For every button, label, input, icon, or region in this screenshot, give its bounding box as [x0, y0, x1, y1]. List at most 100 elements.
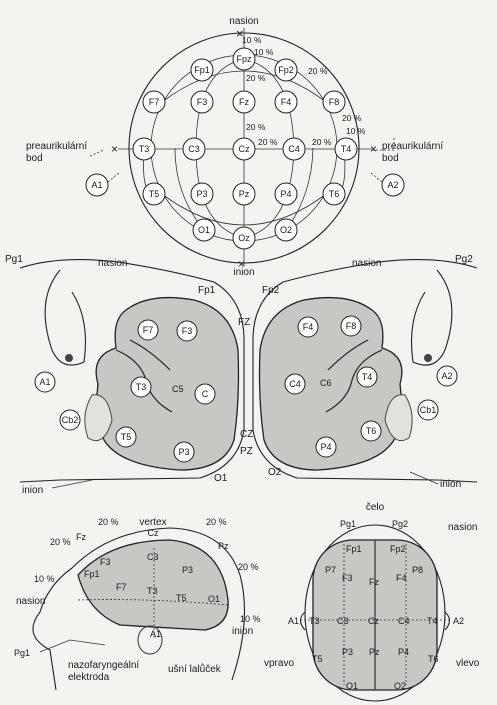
- lat-fp1: Fp1: [84, 569, 100, 579]
- electrode-c3: C3: [188, 144, 200, 154]
- lat-p3: P3: [182, 565, 193, 575]
- tv-fp1: Fp1: [346, 544, 362, 554]
- mid-a1: A1: [39, 377, 50, 387]
- top-view: čelo Pg1 Pg2 nasion Fp1 Fp2 P7 P8 F3 Fz …: [264, 502, 480, 701]
- tv-p8: P8: [412, 565, 423, 575]
- electrode-t6: T6: [329, 189, 340, 199]
- electrode-c4: C4: [288, 144, 300, 154]
- right-pre-cross: ×: [370, 142, 377, 156]
- o1-mid-label: O1: [214, 473, 228, 484]
- lat-pz: Pz: [218, 541, 229, 551]
- tv-p4: P4: [398, 647, 409, 657]
- lat-pct-10b: 10 %: [240, 614, 261, 624]
- electrode-p4: P4: [280, 189, 291, 199]
- tv-pz: Pz: [369, 647, 380, 657]
- tv-t4: T4: [427, 616, 438, 626]
- inion-cross: ×: [238, 257, 245, 271]
- lat-nasion: nasion: [16, 596, 45, 607]
- mid-c5: C5: [172, 384, 184, 394]
- electrode-pz: Pz: [239, 189, 250, 199]
- left-hemisphere: [96, 298, 238, 470]
- mid-f8: F8: [346, 321, 357, 331]
- electrode-f8: F8: [329, 97, 340, 107]
- tv-a2: A2: [453, 616, 464, 626]
- pct-20-right: 20 %: [342, 113, 362, 123]
- fz-mid-label: FZ: [238, 317, 250, 328]
- o2-mid-label: O2: [268, 467, 282, 478]
- tv-f4: F4: [396, 573, 407, 583]
- lat-o1: O1: [208, 594, 220, 604]
- mid-c6: C6: [320, 378, 332, 388]
- pct-20-t4: 20 %: [312, 137, 332, 147]
- mid-t3: T3: [136, 382, 147, 392]
- lat-f7: F7: [116, 582, 127, 592]
- pct-10-right: 10 %: [346, 126, 366, 136]
- pg1-label: Pg1: [5, 254, 23, 265]
- electrode-a1: A1: [91, 180, 102, 190]
- tv-t6: T6: [428, 654, 439, 664]
- pre-left-1: preaurikulární: [26, 141, 87, 152]
- mid-t4: T4: [362, 372, 373, 382]
- inion-right-label: inion: [440, 479, 461, 490]
- mid-t5: T5: [121, 432, 132, 442]
- electrode-cz: Cz: [239, 144, 250, 154]
- pre-right-2: bod: [382, 153, 399, 164]
- mid-t6: T6: [366, 426, 377, 436]
- lat-t3: T3: [147, 586, 158, 596]
- mid-p4: P4: [320, 442, 331, 452]
- electrode-o1: O1: [198, 225, 210, 235]
- lat-pct-20c: 20 %: [50, 537, 71, 547]
- ear-left: [45, 270, 85, 365]
- ear-lobe-label: ušní lalůček: [168, 663, 222, 675]
- electrode-f3: F3: [197, 97, 208, 107]
- nasion-label: nasion: [229, 16, 258, 27]
- electrode-fpz: Fpz: [236, 54, 252, 64]
- inion-left-label: inion: [22, 485, 43, 496]
- nasion-left-label: nasion: [98, 258, 127, 269]
- tv-t3: T3: [309, 616, 320, 626]
- tv-c3: C3: [337, 616, 349, 626]
- tv-f3: F3: [342, 573, 353, 583]
- pre-left-2: bod: [26, 153, 43, 164]
- nasion-right-label: nasion: [352, 258, 381, 269]
- tv-p7: P7: [325, 565, 336, 575]
- fp2-mid-label: Fp2: [262, 285, 280, 296]
- nazo-line2: elektroda: [68, 672, 110, 683]
- electrode-f7: F7: [149, 97, 160, 107]
- electrode-ring: Fpz Fp1 Fp2 F7 F3 Fz F4 F8 T3 C3 Cz C4 T…: [86, 48, 404, 249]
- vpravo-label: vpravo: [264, 658, 294, 669]
- tv-fz: Fz: [369, 577, 379, 587]
- pct-20-c4: 20 %: [258, 137, 278, 147]
- left-pre-cross: ×: [111, 142, 118, 156]
- lat-a1: A1: [150, 629, 161, 639]
- tv-fp2: Fp2: [390, 544, 406, 554]
- tv-p3: P3: [342, 647, 353, 657]
- lat-pct-10a: 10 %: [34, 574, 55, 584]
- lat-f3: F3: [100, 557, 111, 567]
- electrode-oz: Oz: [238, 233, 250, 243]
- lat-pg1: Pg1: [14, 648, 30, 658]
- electrode-t3: T3: [139, 144, 150, 154]
- electrode-f4: F4: [281, 97, 292, 107]
- lat-pct-20b: 20 %: [206, 517, 227, 527]
- mid-f4: F4: [303, 322, 314, 332]
- mid-c: C: [202, 389, 209, 399]
- tv-o1: O1: [346, 681, 358, 691]
- pct-10-fp2: 10 %: [254, 47, 274, 57]
- electrode-a2: A2: [387, 180, 398, 190]
- tv-cz: Cz: [368, 616, 379, 626]
- mid-a2: A2: [441, 371, 452, 381]
- tv-pg1: Pg1: [340, 519, 356, 529]
- electrode-fp2: Fp2: [278, 65, 294, 75]
- middle-section: Pg1 Pg2 nasion nasion Fp1 Fp2 FZ CZ PZ F…: [5, 254, 477, 496]
- mid-cb1: Cb1: [420, 405, 437, 415]
- pg2-label: Pg2: [455, 254, 473, 265]
- electrode-o2: O2: [280, 225, 292, 235]
- lat-pct-20d: 20 %: [238, 562, 259, 572]
- mid-c4: C4: [289, 379, 301, 389]
- mid-cb2: Cb2: [62, 415, 79, 425]
- tv-t5: T5: [312, 654, 323, 664]
- pct-20-cz: 20 %: [246, 122, 266, 132]
- tv-o2: O2: [394, 681, 406, 691]
